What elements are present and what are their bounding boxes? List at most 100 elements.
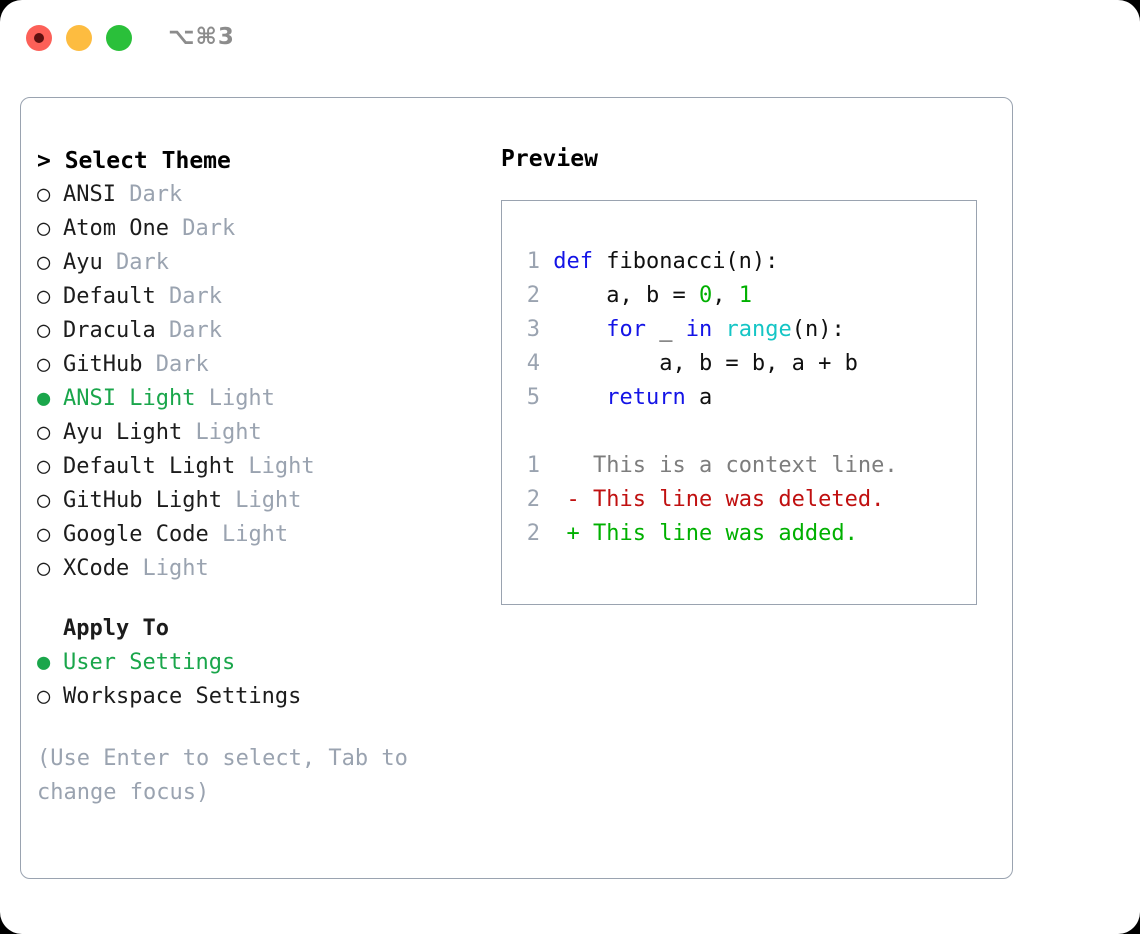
diff-line-number: 2 — [526, 521, 540, 546]
list-spacer — [37, 586, 487, 612]
code-line-number: 3 — [526, 317, 540, 342]
maximize-icon[interactable] — [106, 25, 132, 51]
code-line: 4 a, b = b, a + b — [516, 347, 858, 381]
theme-name: Ayu — [63, 250, 103, 275]
apply-to-label: Apply To — [63, 616, 169, 641]
theme-name: GitHub — [63, 352, 143, 377]
apply-to-option-label: Workspace Settings — [63, 684, 302, 709]
theme-name: Dracula — [63, 318, 156, 343]
code-token: return — [606, 385, 686, 410]
code-token: (n): — [791, 317, 845, 342]
select-theme-header: > Select Theme — [37, 148, 231, 174]
code-line: 2 a, b = 0, 1 — [516, 279, 858, 313]
diff-text: This is a context line. — [579, 453, 898, 478]
apply-to-option-label: User Settings — [63, 650, 236, 675]
preview-column: Preview 1 def fibonacci(n):2 a, b = 0, 1… — [501, 144, 1001, 605]
preview-title: Preview — [501, 146, 598, 172]
theme-list-item[interactable]: ○Default Light Light — [37, 450, 487, 484]
keyboard-hint-text: (Use Enter to select, Tab to change focu… — [37, 746, 408, 805]
theme-list-item[interactable]: ●ANSI Light Light — [37, 382, 487, 416]
theme-list-item[interactable]: ○ GitHub Dark — [37, 348, 487, 382]
theme-name: Atom One — [63, 216, 169, 241]
radio-unselected-icon: ○ — [37, 284, 51, 309]
code-token — [712, 317, 725, 342]
theme-list-item[interactable]: ○ Google Code Light — [37, 518, 487, 552]
code-token: a, b = b, a + b — [540, 351, 858, 376]
minimize-icon[interactable] — [66, 25, 92, 51]
theme-category-tag: Dark — [155, 284, 222, 309]
code-token — [540, 317, 606, 342]
theme-name: Default — [63, 284, 156, 309]
theme-category-tag: Dark — [168, 216, 236, 241]
keyboard-shortcut-label: ⌥⌘3 — [168, 24, 235, 50]
code-token: _ — [645, 317, 686, 342]
code-token — [540, 385, 606, 410]
theme-name: ANSI — [63, 182, 116, 207]
diff-line-number: 2 — [526, 487, 540, 512]
radio-unselected-icon: ○ — [37, 216, 51, 241]
main-panel: > Select Theme ○ANSI Dark○Atom One Dark○… — [20, 97, 1013, 879]
code-token: a, b = — [540, 283, 699, 308]
apply-to-option[interactable]: ○ Workspace Settings — [37, 680, 487, 714]
code-line-number: 4 — [526, 351, 540, 376]
window-titlebar: ⌥⌘3 — [0, 0, 1140, 78]
code-token: def — [540, 249, 593, 274]
apply-to-list[interactable]: ● User Settings ○ Workspace Settings — [37, 646, 487, 714]
theme-category-tag: Light — [221, 488, 302, 513]
diff-line: 2 - This line was deleted. — [516, 483, 898, 517]
theme-category-tag: Light — [129, 556, 209, 581]
recording-indicator-icon — [34, 33, 44, 43]
code-token: range — [725, 317, 792, 342]
theme-category-tag: Light — [208, 522, 289, 547]
radio-unselected-icon: ○ — [37, 420, 51, 445]
code-token: for — [606, 317, 646, 342]
theme-category-tag: Dark — [142, 352, 209, 377]
diff-line: 2 + This line was added. — [516, 517, 898, 551]
code-token: in — [685, 317, 713, 342]
theme-name: ANSI Light — [63, 386, 196, 411]
code-token: 0 — [698, 283, 713, 308]
theme-list-item[interactable]: ○ Ayu Dark — [37, 246, 487, 280]
diff-text: This line was deleted. — [579, 487, 885, 512]
theme-list-item[interactable]: ○XCode Light — [37, 552, 487, 586]
code-token: 1 — [738, 283, 752, 308]
radio-selected-icon: ● — [37, 650, 51, 675]
diff-marker — [540, 453, 580, 478]
radio-unselected-icon: ○ — [37, 352, 51, 377]
radio-selected-icon: ● — [37, 386, 51, 411]
radio-unselected-icon: ○ — [37, 454, 51, 479]
radio-unselected-icon: ○ — [37, 556, 51, 581]
code-token: fibonacci(n): — [592, 249, 779, 274]
theme-name: GitHub Light — [63, 488, 222, 513]
code-line-number: 1 — [526, 249, 540, 274]
code-line-number: 5 — [526, 385, 540, 410]
theme-category-tag: Light — [182, 420, 262, 445]
radio-unselected-icon: ○ — [37, 182, 51, 207]
radio-unselected-icon: ○ — [37, 522, 51, 547]
theme-list-item[interactable]: ○ ANSI Dark — [37, 178, 487, 212]
radio-unselected-icon: ○ — [37, 684, 51, 709]
diff-marker: + — [540, 521, 580, 546]
code-line: 1 def fibonacci(n): — [516, 245, 858, 279]
theme-list-item[interactable]: ○Dracula Dark — [37, 314, 487, 348]
diff-line-number: 1 — [526, 453, 540, 478]
theme-name: Default Light — [63, 454, 236, 479]
diff-text: This line was added. — [579, 521, 858, 546]
apply-to-option[interactable]: ● User Settings — [37, 646, 487, 680]
radio-unselected-icon: ○ — [37, 250, 51, 275]
diff-sample: 1 This is a context line.2 - This line w… — [516, 449, 898, 551]
theme-list-item[interactable]: ○ Atom One Dark — [37, 212, 487, 246]
theme-list-item[interactable]: ○Ayu Light Light — [37, 416, 487, 450]
theme-name: Google Code — [63, 522, 209, 547]
code-line: 3 for _ in range(n): — [516, 313, 858, 347]
theme-list-item[interactable]: ○ Default Dark — [37, 280, 487, 314]
code-line-number: 2 — [526, 283, 540, 308]
theme-list[interactable]: ○ ANSI Dark ○ Atom One Dark ○ Ayu Dark ○ Defaul… — [37, 178, 487, 586]
theme-list-item[interactable]: ○GitHub Light Light — [37, 484, 487, 518]
theme-category-tag: Dark — [115, 182, 183, 207]
diff-line: 1 This is a context line. — [516, 449, 898, 483]
theme-category-tag: Dark — [102, 250, 169, 275]
